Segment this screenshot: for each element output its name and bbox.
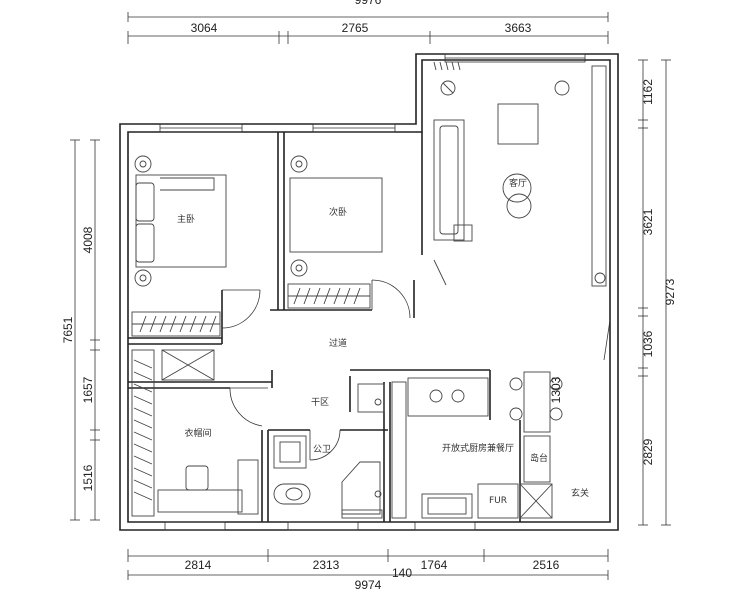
bottom-segment-1: 2814 (185, 558, 212, 572)
right-segment-2: 3621 (641, 208, 655, 235)
second-bedroom-furniture (287, 155, 383, 309)
dry-area-label: 干区 (311, 397, 329, 408)
public-bath-label: 公卫 (313, 444, 331, 455)
left-dimensions: 7651 4008 1657 1516 (61, 139, 100, 521)
right-segment-3: 1036 (641, 330, 655, 357)
living-room-label: 客厅 (509, 177, 527, 189)
entrance-label: 玄关 (571, 487, 589, 499)
interior-walls (128, 132, 521, 522)
right-segment-1: 1162 (641, 79, 655, 105)
right-segment-4: 2829 (641, 438, 655, 465)
kitchen-fixtures (391, 371, 563, 519)
island-label: 岛台 (530, 452, 548, 464)
right-dimensions: 1162 3621 1036 2829 9273 (638, 59, 677, 526)
living-room-furniture (433, 61, 607, 287)
fridge-label: FUR (489, 496, 507, 506)
top-segment-3: 3663 (505, 21, 532, 35)
windows (159, 53, 586, 531)
island-width-dimension: 1303 (549, 376, 563, 403)
master-bedroom-label: 主卧 (177, 213, 195, 225)
kitchen-dining-label: 开放式厨房兼餐厅 (442, 442, 514, 454)
bottom-segment-3: 1764 (421, 558, 448, 572)
top-segment-1: 3064 (191, 21, 218, 35)
top-dimensions: 9976 3064 2765 3663 (127, 0, 609, 44)
bath-fixtures (273, 383, 385, 519)
cloakroom-furniture (131, 349, 259, 517)
master-bedroom-furniture (131, 155, 227, 337)
bottom-segment-2: 2313 (313, 558, 340, 572)
bottom-segment-4: 2516 (533, 558, 560, 572)
room-labels: 主卧 次卧 客厅 过道 干区 衣帽间 公卫 开放式厨房兼餐厅 岛台 玄关 FUR… (177, 177, 589, 506)
bottom-total-dimension: 9974 (355, 578, 382, 592)
top-segment-2: 2765 (342, 21, 369, 35)
right-total-dimension: 9273 (663, 278, 677, 305)
left-segment-3: 1516 (81, 464, 95, 491)
left-segment-2: 1657 (81, 376, 95, 403)
bottom-dimensions: 2814 2313 1764 2516 140 9974 (127, 549, 609, 592)
doors (221, 279, 611, 461)
cloakroom-label: 衣帽间 (184, 427, 211, 439)
top-total-dimension: 9976 (355, 0, 382, 7)
corridor-label: 过道 (329, 337, 347, 349)
left-segment-1: 4008 (81, 226, 95, 253)
bottom-small-dimension: 140 (392, 566, 412, 580)
second-bedroom-label: 次卧 (329, 206, 347, 218)
left-total-dimension: 7651 (61, 316, 75, 343)
